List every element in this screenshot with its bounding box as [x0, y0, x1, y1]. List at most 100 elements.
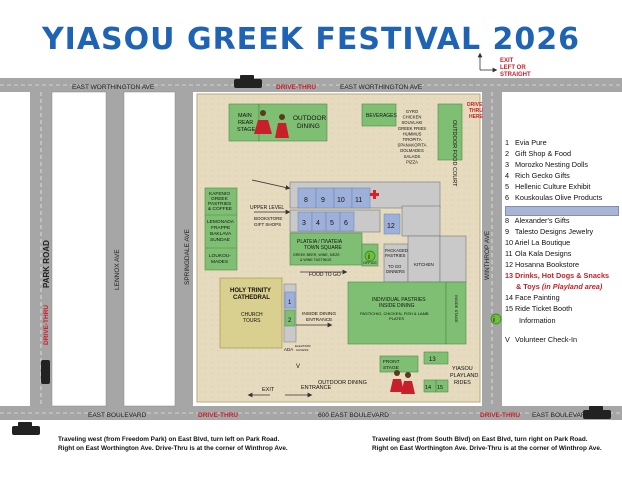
- booth-11-label: 11: [355, 197, 362, 204]
- volunteer-marker-label: V: [296, 364, 300, 370]
- legend-item-6: 6 Kouskoulas Olive Products: [505, 193, 602, 202]
- plateia: [289, 232, 363, 266]
- outdoor-food-court: [437, 103, 463, 161]
- legend-item-num: 5: [505, 182, 510, 191]
- exit-note-line1: EXIT: [500, 58, 514, 64]
- plateia-sub-label: GREEK BEER, WINE, MEZE& WINE TASTINGS: [293, 253, 340, 262]
- booth-14-label: 14: [425, 385, 431, 391]
- kitchen: [407, 235, 441, 283]
- car-icon: [12, 422, 40, 435]
- food-menu-item: TIROPITA: [403, 137, 422, 142]
- east-worthington-label-right: EAST WORTHINGTON AVE: [340, 84, 423, 91]
- drive-thru-label: DRIVE-THRU: [43, 305, 50, 345]
- legend-item-1: 1 Evia Pure: [505, 139, 547, 147]
- packaged-pastries: [383, 243, 409, 283]
- legend-item-label: Ride Ticket Booth: [513, 304, 573, 313]
- legend-item-num: 14: [505, 293, 514, 302]
- booth-2: [284, 309, 296, 327]
- legend-item-13-label2: & Toys: [516, 282, 542, 291]
- drive-thru-label: DRIVE-THRU: [198, 412, 238, 419]
- festival-title: YIASOU GREEK FESTIVAL 2026: [41, 22, 581, 57]
- legend-item-15: 15 Ride Ticket Booth: [505, 304, 573, 313]
- booth-2-label: 2: [288, 318, 292, 324]
- legend-volunteer: V Volunteer Check-In: [505, 336, 577, 344]
- legend-item-label: Alexander's Gifts: [513, 216, 570, 225]
- park-road-label: PARK ROAD: [42, 240, 51, 288]
- exit-label: EXIT: [262, 387, 275, 393]
- cathedral: [219, 277, 283, 349]
- legend-item-num: 12: [505, 260, 514, 269]
- drive-thru-label: DRIVE-THRU: [480, 412, 520, 419]
- legend-item-num: 6: [505, 193, 510, 202]
- west-line2: Right on East Worthington Ave. Drive-Thr…: [58, 444, 288, 452]
- exit-note-line3: STRAIGHT: [500, 72, 531, 78]
- food-menu-item: DOLMADES: [400, 148, 424, 153]
- legend-item-13: 13 Drinks, Hot Dogs & Snacks: [505, 271, 610, 280]
- legend-item-4: 4 Rich Gecko Gifts: [505, 171, 570, 180]
- booth-15: [435, 379, 449, 393]
- booth-15-label: 15: [437, 385, 443, 391]
- inside-dining: [347, 281, 447, 345]
- entrance-label: ENTRANCE: [301, 385, 332, 391]
- legend-item-num: 4: [505, 171, 510, 180]
- legend-item-num: 9: [505, 227, 510, 236]
- legend-item-num: 11: [505, 249, 513, 258]
- legend-item-label: Drinks, Hot Dogs & Snacks: [513, 271, 610, 280]
- booth-3-label: 3: [302, 220, 306, 227]
- legend-item-13-cont: & Toys (in Playland area): [516, 283, 602, 290]
- info-legend-marker-label: i: [493, 317, 495, 324]
- booth-8-label: 8: [304, 197, 308, 204]
- booth-1: [284, 291, 296, 309]
- legend-item-14: 14 Face Painting: [505, 293, 560, 302]
- outdoor-food-court-label: OUTDOOR FOOD COURT: [451, 120, 457, 187]
- beverages: [361, 103, 397, 127]
- legend-item-label: Talesto Designs Jewelry: [513, 227, 594, 236]
- west-directions: Traveling west (from Freedom Park) on Ea…: [58, 436, 288, 453]
- legend-item-num: 3: [505, 160, 510, 169]
- booth-9-label: 9: [321, 197, 325, 204]
- legend-item-label: Morozko Nesting Dolls: [513, 160, 589, 169]
- booth-5-label: 5: [330, 220, 334, 227]
- legend-item-label: Hosanna Bookstore: [513, 260, 580, 269]
- food-menu-item: SALADS: [404, 154, 421, 159]
- booth-12-label: 12: [387, 223, 395, 230]
- legend-item-10: 10 Ariel La Boutique: [505, 239, 570, 247]
- car-icon: [41, 360, 50, 384]
- dancers-icon: [254, 110, 415, 394]
- winthrop-label: WINTHROP AVE: [484, 230, 491, 280]
- exit-note-line2: LEFT OR: [500, 65, 526, 71]
- legend-item-num: 2: [505, 149, 510, 158]
- outdoor-dining-top: [258, 103, 328, 142]
- booth-6-label: 6: [344, 220, 348, 227]
- legend-item-num: 13: [505, 271, 514, 280]
- legend-divider: [505, 206, 619, 216]
- inside-stage: [445, 281, 467, 345]
- legend-item-11: 11 Ola Kala Designs: [505, 249, 572, 258]
- springdale-road: [175, 92, 193, 406]
- east-line2: Right on East Worthington Ave. Drive-Thr…: [372, 444, 602, 452]
- car-icon: [583, 406, 611, 419]
- booth-12: [383, 213, 401, 235]
- legend-item-label: Gift Shop & Food: [513, 149, 572, 158]
- legend-info-label: Information: [519, 316, 556, 325]
- loukoumades-label: LOUKOU-MADES: [209, 253, 231, 265]
- info-icon: [490, 313, 502, 325]
- food-menu-item: HUMMUS: [403, 131, 422, 136]
- legend-item-2: 2 Gift Shop & Food: [505, 149, 572, 158]
- outdoor-dining-bottom-label: OUTDOOR DINING: [318, 380, 367, 386]
- legend-item-label: Ola Kala Designs: [513, 249, 572, 258]
- legend-item-3: 3 Morozko Nesting Dolls: [505, 160, 589, 169]
- legend-item-num: 8: [505, 216, 510, 225]
- ada-label: ADA: [284, 347, 293, 352]
- east-line1: Traveling east (from South Blvd) on East…: [372, 436, 588, 443]
